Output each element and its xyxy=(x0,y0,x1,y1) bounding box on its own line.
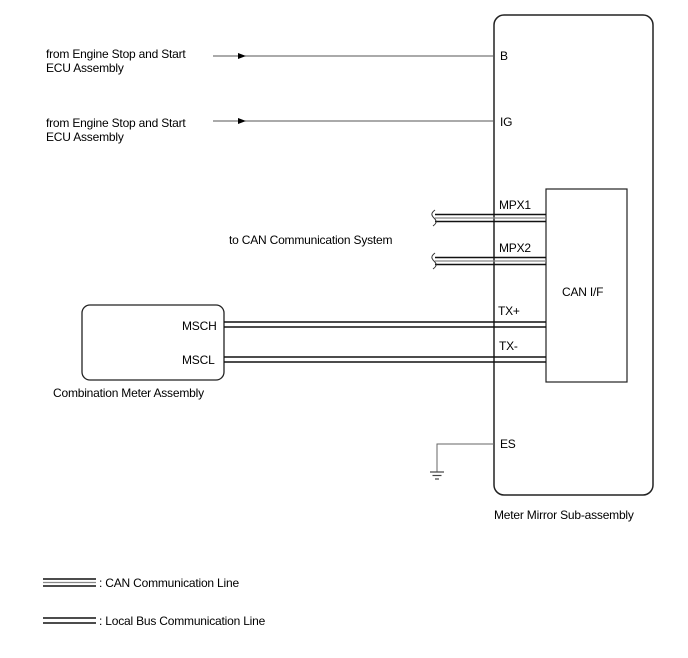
terminal-mscl: MSCL xyxy=(182,353,215,367)
combination-meter-box xyxy=(81,304,225,381)
meter-mirror-name: Meter Mirror Sub-assembly xyxy=(494,508,634,522)
source-label-line2: ECU Assembly xyxy=(46,61,124,75)
wire-break-icon xyxy=(431,252,437,270)
wire-es-ground xyxy=(430,443,494,480)
legend-local-label: : Local Bus Communication Line xyxy=(99,614,266,628)
terminal-tx-plus: TX+ xyxy=(498,304,520,318)
can-if-box xyxy=(545,188,628,383)
combination-meter-name: Combination Meter Assembly xyxy=(53,386,204,400)
wire-b xyxy=(213,53,494,59)
legend-local-symbol xyxy=(43,617,96,624)
terminal-tx-minus: TX- xyxy=(499,339,518,353)
meter-mirror-box xyxy=(493,14,654,496)
source-label-line1: from Engine Stop and Start xyxy=(46,116,186,130)
arrow-icon xyxy=(238,118,246,124)
wire-tx-plus xyxy=(224,321,546,328)
source-label-line1: from Engine Stop and Start xyxy=(46,47,186,61)
wire-mpx2 xyxy=(431,252,546,270)
ground-icon xyxy=(430,471,444,480)
can-system-label: to CAN Communication System xyxy=(229,233,393,247)
terminal-mpx1: MPX1 xyxy=(499,198,531,212)
wire-break-icon xyxy=(431,209,437,227)
source-label-line2: ECU Assembly xyxy=(46,130,124,144)
terminal-ig: IG xyxy=(500,115,513,129)
legend-can-symbol xyxy=(43,578,96,587)
terminal-mpx2: MPX2 xyxy=(499,241,531,255)
wire-ig xyxy=(213,118,494,124)
arrow-icon xyxy=(238,53,246,59)
wire-mpx1 xyxy=(431,209,546,227)
terminal-msch: MSCH xyxy=(182,319,217,333)
source-label-b: from Engine Stop and Start ECU Assembly xyxy=(46,47,186,75)
source-label-ig: from Engine Stop and Start ECU Assembly xyxy=(46,116,186,144)
terminal-b: B xyxy=(500,49,508,63)
legend-can-label: : CAN Communication Line xyxy=(99,576,239,590)
wire-tx-minus xyxy=(224,356,546,363)
can-if-label: CAN I/F xyxy=(562,285,604,299)
terminal-es: ES xyxy=(500,437,516,451)
